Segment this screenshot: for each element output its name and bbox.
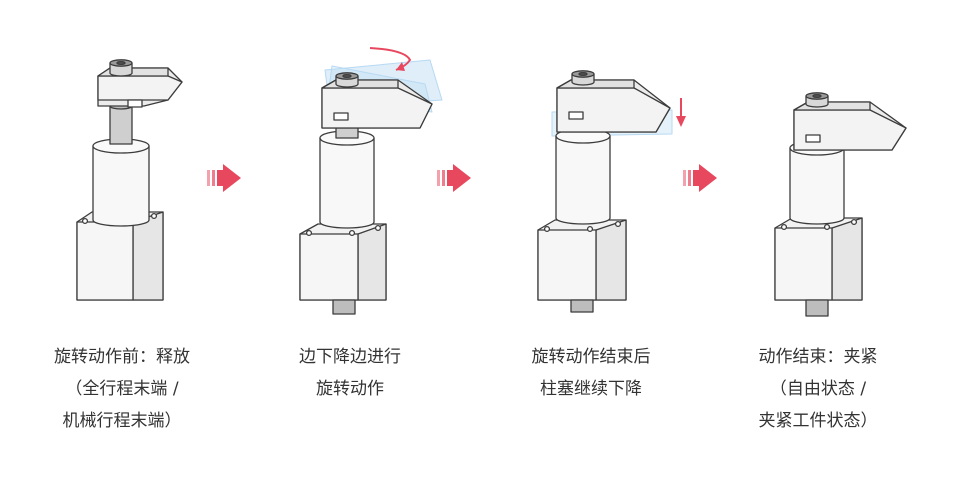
step-caption-2: 边下降边进行 旋转动作 [240,341,460,405]
step-arrow-icon [207,164,241,192]
caption-line: 边下降边进行 [299,347,401,367]
caption-line: （全行程末端 / [65,379,179,399]
step-caption-4: 动作结束：夹紧 （自由状态 / 夹紧工件状态） [708,341,928,437]
rotation-arrow-icon [369,47,411,71]
step-caption-3: 旋转动作结束后 柱塞继续下降 [481,341,701,405]
clamp-stage-4 [774,92,907,317]
clamp-stage-3 [537,70,686,313]
caption-line: （自由状态 / [769,379,867,399]
caption-line: 旋转动作结束后 [531,347,651,367]
caption-line: 柱塞继续下降 [540,379,642,399]
step-arrow-icon [437,164,471,192]
down-arrow-icon [676,98,686,127]
caption-line: 夹紧工件状态） [758,411,878,431]
clamp-stage-2 [299,47,443,315]
clamp-stage-1 [76,59,183,301]
caption-line: 动作结束：夹紧 [758,347,878,367]
step-caption-1: 旋转动作前：释放 （全行程末端 / 机械行程末端） [12,341,232,437]
step-arrow-icon [683,164,717,192]
caption-line: 旋转动作 [316,379,384,399]
caption-line: 旋转动作前：释放 [54,347,190,367]
caption-line: 机械行程末端） [62,411,182,431]
